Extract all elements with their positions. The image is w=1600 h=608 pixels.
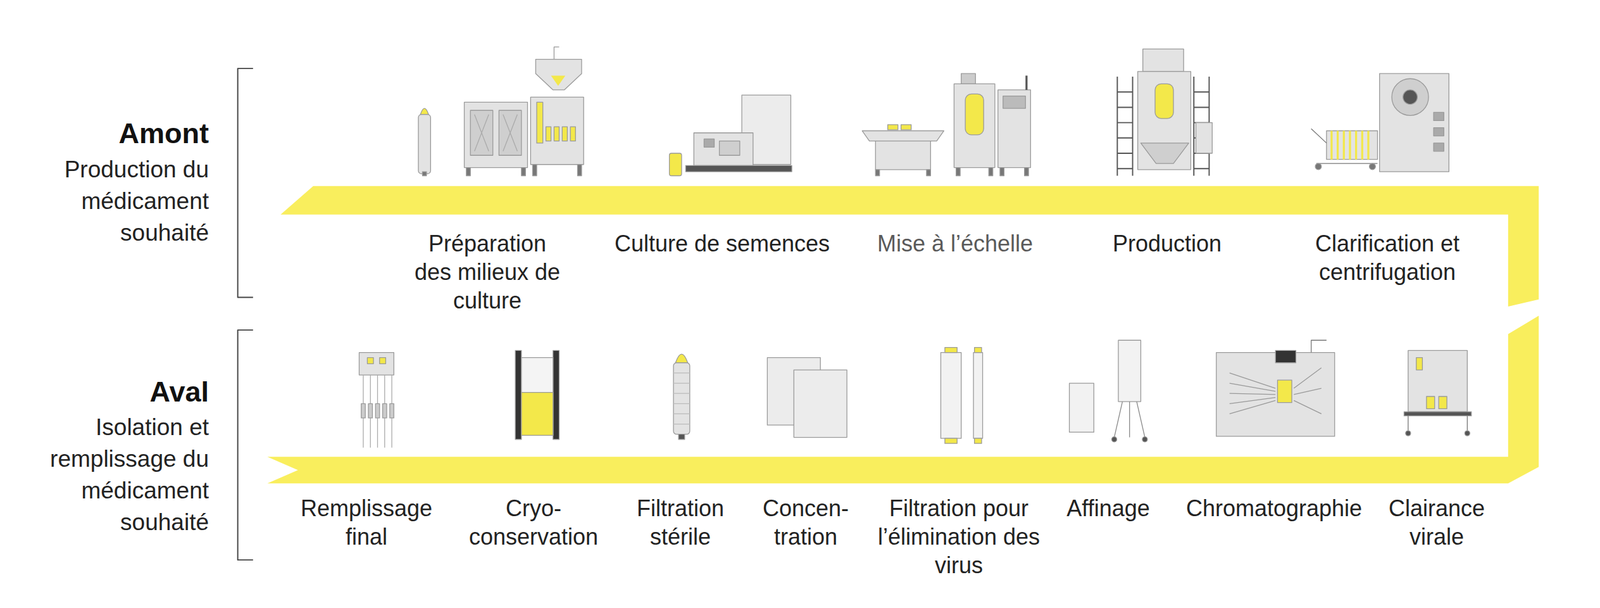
section-title: Amont (18, 117, 209, 150)
step-label: Mise à l’échelle (877, 229, 1033, 258)
section-subtitle: Production du médicament souhaité (18, 153, 209, 249)
step-label: Cryo- conservation (460, 493, 607, 551)
step-label: Clarification et centrifugation (1310, 229, 1466, 287)
step-label: Préparation des milieux de culture (410, 229, 566, 315)
step-label: Filtration stérile (613, 493, 747, 551)
step-label: Filtration pour l’élimination des virus (863, 493, 1054, 580)
section-subtitle: Isolation et remplissage du médicament s… (12, 411, 209, 538)
step-label: Culture de semences (614, 229, 830, 258)
step-label: Chromatographie (1186, 493, 1363, 523)
step-label: Clairance virale (1370, 493, 1504, 551)
step-label: Concen- tration (742, 493, 869, 551)
step-label: Production (1112, 229, 1222, 258)
section-title: Aval (18, 375, 209, 409)
step-label: Affinage (1066, 493, 1150, 523)
step-label: Remplissage final (289, 493, 445, 551)
